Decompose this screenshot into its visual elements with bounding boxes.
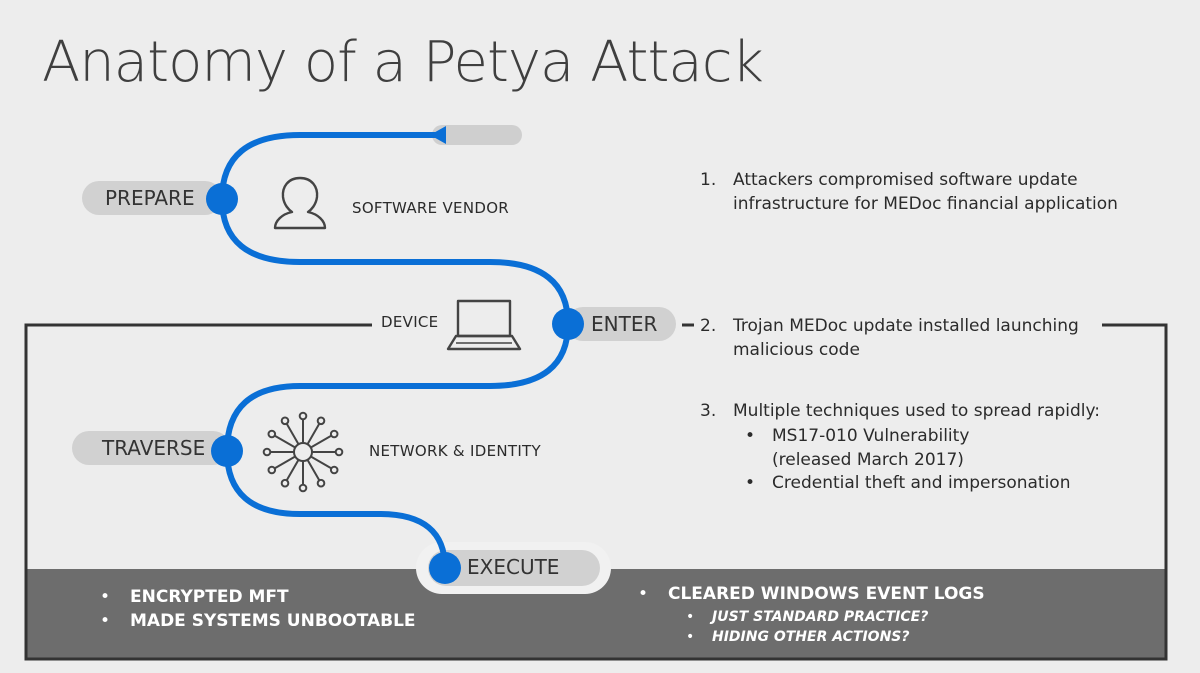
step-1-number: 1. <box>700 170 717 190</box>
network-icon <box>262 411 344 493</box>
band-item-unbootable: • MADE SYSTEMS UNBOOTABLE <box>100 611 416 631</box>
software-vendor-label: SOFTWARE VENDOR <box>352 199 510 217</box>
step-3-bullet-1-marker: • <box>745 426 756 446</box>
prepare-label: PREPARE <box>105 186 195 210</box>
laptop-icon <box>446 299 522 351</box>
band-item-cleared-logs: • CLEARED WINDOWS EVENT LOGS <box>638 584 985 604</box>
band-bullet: • <box>686 609 695 625</box>
step-1: 1. Attackers compromised software update… <box>700 168 1130 216</box>
band-bullet: • <box>100 611 111 631</box>
page-title: Anatomy of a Petya Attack <box>42 30 764 95</box>
band-bullet: • <box>100 587 111 607</box>
step-3-bullet-1-line-1: MS17-010 Vulnerability <box>772 426 970 446</box>
traverse-node <box>211 435 243 467</box>
band-item-encrypted-mft-text: ENCRYPTED MFT <box>130 587 289 607</box>
band-subitem-hiding-actions: • HIDING OTHER ACTIONS? <box>686 629 910 645</box>
band-bullet: • <box>686 629 695 645</box>
step-3-line-1: Multiple techniques used to spread rapid… <box>733 401 1101 421</box>
execute-label: EXECUTE <box>467 555 560 579</box>
connector-frame <box>24 323 1168 661</box>
step-2: 2. Trojan MEDoc update installed launchi… <box>700 314 1100 362</box>
network-identity-label: NETWORK & IDENTITY <box>369 442 541 460</box>
band-subitem-hiding-actions-text: HIDING OTHER ACTIONS? <box>712 629 910 645</box>
band-item-cleared-logs-text: CLEARED WINDOWS EVENT LOGS <box>668 584 985 604</box>
step-1-line-1: Attackers compromised software update <box>733 170 1078 190</box>
traverse-label: TRAVERSE <box>102 436 206 460</box>
band-bullet: • <box>638 584 649 604</box>
step-2-line-1: Trojan MEDoc update installed launching <box>733 316 1079 336</box>
device-label: DEVICE <box>381 313 439 331</box>
step-3-bullet-2-line-1: Credential theft and impersonation <box>772 473 1071 493</box>
person-icon <box>273 176 327 230</box>
prepare-node <box>206 183 238 215</box>
traverse-pill <box>72 431 230 465</box>
execute-pill <box>428 550 600 586</box>
prepare-pill <box>82 181 222 215</box>
step-3: 3. Multiple techniques used to spread ra… <box>700 399 1130 423</box>
step-3-number: 3. <box>700 401 717 421</box>
band-subitem-standard-practice: • JUST STANDARD PRACTICE? <box>686 609 929 625</box>
enter-node <box>552 308 584 340</box>
enter-label: ENTER <box>591 312 658 336</box>
execute-node <box>429 552 461 584</box>
band-subitem-standard-practice-text: JUST STANDARD PRACTICE? <box>712 609 929 625</box>
enter-pill <box>566 307 676 341</box>
band-item-encrypted-mft: • ENCRYPTED MFT <box>100 587 289 607</box>
step-1-line-2: infrastructure for MEDoc financial appli… <box>733 194 1118 214</box>
step-3-bullet-1-line-2: (released March 2017) <box>772 450 964 470</box>
step-3-bullet-2-marker: • <box>745 473 756 493</box>
band-item-unbootable-text: MADE SYSTEMS UNBOOTABLE <box>130 611 416 631</box>
step-2-line-2: malicious code <box>733 340 860 360</box>
step-2-number: 2. <box>700 316 717 336</box>
